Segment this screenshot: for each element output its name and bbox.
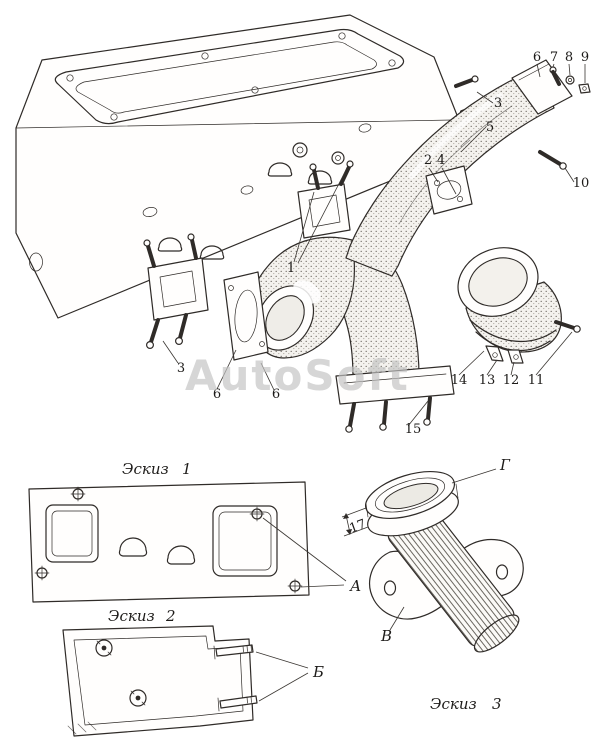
manifold-inlet-flange (511, 59, 591, 170)
callout-12: 12 (503, 373, 520, 388)
elbow-gasket-stack (223, 271, 269, 361)
manifold-bottom-flange (335, 365, 455, 433)
sketch2-number: 2 (165, 607, 176, 625)
callout-4: 4 (437, 153, 445, 168)
nut-icon (578, 83, 591, 94)
sketch-1: Эскиз 1 А (28, 460, 361, 603)
callout-2: 2 (424, 153, 432, 168)
sketch2-callout-B: Б (312, 663, 324, 681)
sketch-2: Эскиз 2 Б (62, 607, 324, 737)
sketch3-number: 3 (492, 695, 502, 713)
callout-7: 7 (550, 50, 558, 65)
sketch1-callout-A: А (349, 577, 361, 595)
sketch3-callout-V: В (380, 627, 392, 645)
valve-cover-rail (54, 28, 405, 125)
exhaust-manifold (223, 59, 591, 433)
dimension-17: 17 (341, 507, 368, 537)
callout-15: 15 (405, 422, 422, 437)
sketch1-title: Эскиз (122, 460, 169, 478)
callout-6-left: 6 (213, 387, 221, 402)
coupling-clamp-assembly (457, 247, 581, 364)
callout-6-mid: 6 (272, 387, 280, 402)
callout-leader-lines (162, 63, 586, 427)
exhaust-port-bracket-left (143, 233, 209, 350)
sketch3-callout-G: Г (499, 456, 511, 474)
callout-3-left: 3 (177, 361, 185, 376)
cylinder-head-body (15, 14, 471, 319)
watermark-text: AutoSoft (185, 351, 410, 400)
callout-8: 8 (565, 50, 573, 65)
washer-icon (565, 75, 575, 85)
callout-10: 10 (573, 176, 590, 191)
callout-11: 11 (528, 373, 545, 388)
exhaust-port-bracket-middle (297, 160, 354, 239)
callout-numbers: 6 7 8 9 3 5 2 4 10 1 3 6 6 14 13 12 11 1… (177, 50, 589, 437)
callout-13: 13 (479, 373, 496, 388)
callout-3-right: 3 (494, 96, 502, 111)
callout-1: 1 (287, 261, 295, 276)
callout-6-inlet: 6 (533, 50, 541, 65)
sketch-3: 17 Г В Эскиз 3 (341, 456, 524, 713)
manifold-mounting-pad (425, 165, 473, 215)
cylinder-head (15, 14, 485, 350)
sketch2-title: Эскиз (108, 607, 155, 625)
dimension-17-value: 17 (347, 517, 368, 537)
callout-5: 5 (486, 120, 494, 135)
plate-studs (213, 644, 258, 712)
callout-9: 9 (581, 50, 589, 65)
head-face-ports (29, 123, 372, 272)
sketch3-title: Эскиз (430, 695, 477, 713)
gasket-bolt-holes (34, 486, 303, 594)
sketch1-number: 1 (182, 460, 192, 478)
callout-14: 14 (451, 373, 468, 388)
